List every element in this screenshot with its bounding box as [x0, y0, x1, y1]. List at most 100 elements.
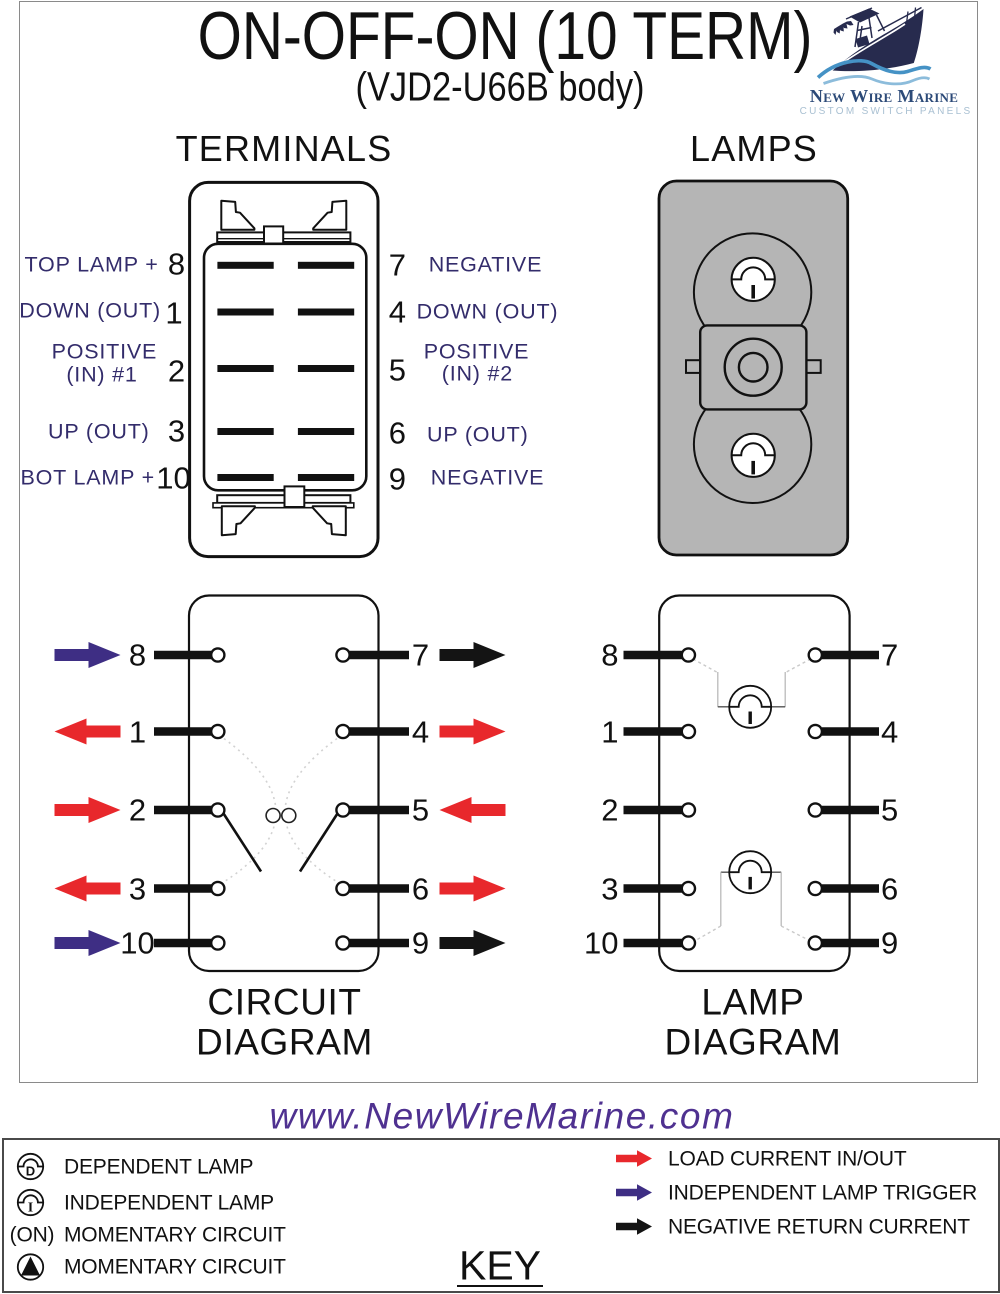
- circuit-arrows: [54, 642, 506, 956]
- website-url: www.NewWireMarine.com: [269, 1095, 735, 1137]
- key-icons: [16, 1150, 652, 1281]
- bottom-lamp-lens: [730, 432, 776, 478]
- lamp-pin-4: 4: [881, 714, 899, 749]
- key-label-load-current: LOAD CURRENT IN/OUT: [668, 1147, 907, 1170]
- bottom-lamp-symbol: [728, 850, 773, 895]
- lamp-terminal-circles: [680, 647, 824, 951]
- circuit-pin-2: 2: [128, 792, 147, 828]
- top-right-latch-wing: [312, 199, 348, 231]
- left-lever: [222, 812, 263, 873]
- terminal-pin-5: 5: [388, 352, 406, 388]
- brand-tagline: CUSTOM SWITCH PANELS: [799, 106, 973, 117]
- terminal-pin-2: 2: [167, 353, 186, 389]
- arrow-load-6: [439, 875, 506, 902]
- boat-logo-icon: [816, 6, 932, 86]
- circuit-pin-6: 6: [411, 871, 430, 906]
- terminals-switch-rear-view: [188, 180, 380, 559]
- key-label-independent-lamp: INDEPENDENT LAMP: [64, 1191, 274, 1214]
- arrow-load-2: [54, 797, 121, 823]
- circuit-caption-line1: CIRCUIT: [207, 981, 362, 1022]
- lamps-actuator-view: [657, 179, 850, 557]
- terminal-label-top-lamp: TOP LAMP +: [24, 251, 159, 276]
- terminal-pin-6: 6: [388, 415, 406, 451]
- terminal-label-positive1-line1: POSITIVE: [51, 339, 158, 364]
- top-lamp-symbol: [728, 684, 773, 729]
- lamp-pin-3: 3: [601, 871, 619, 906]
- key-label-negative-return: NEGATIVE RETURN CURRENT: [668, 1215, 970, 1238]
- circuit-pin-4: 4: [411, 714, 430, 749]
- lamp-pin-6: 6: [881, 871, 899, 906]
- lamp-pin-stubs: [623, 650, 879, 948]
- key-label-dependent-lamp: DEPENDENT LAMP: [64, 1155, 254, 1178]
- key-label-momentary-triangle: MOMENTARY CIRCUIT: [64, 1255, 286, 1279]
- terminal-pin-4: 4: [388, 294, 406, 330]
- circuit-terminal-circles: [209, 647, 351, 951]
- key-label-momentary-on: MOMENTARY CIRCUIT: [64, 1223, 286, 1246]
- terminal-pin-3: 3: [167, 413, 186, 449]
- center-ring-inner: [737, 351, 769, 383]
- arrow-lamp-trigger-10: [54, 930, 121, 956]
- page-subtitle: (VJD2-U66B body): [355, 63, 645, 110]
- top-lamp-lens: [730, 256, 776, 302]
- arrow-negative-7: [439, 642, 506, 668]
- arrow-lamp-trigger-8: [54, 642, 121, 668]
- circuit-pin-5: 5: [411, 792, 430, 828]
- left-side-tab: [685, 359, 702, 374]
- terminal-label-positive1-line2: (IN) #1: [66, 362, 138, 387]
- terminal-pin-7: 7: [388, 247, 406, 283]
- arrow-negative-9: [439, 930, 506, 956]
- lamp-pin-7: 7: [881, 637, 899, 673]
- independent-lamp-icon: [16, 1188, 45, 1217]
- lamp-caption-line2: DIAGRAM: [664, 1021, 842, 1063]
- page-title: ON-OFF-ON (10 TERM): [197, 0, 813, 74]
- terminal-label-up-out-6: UP (OUT): [427, 422, 529, 447]
- circuit-pin-9: 9: [411, 925, 430, 961]
- top-left-latch-wing: [220, 199, 256, 231]
- terminal-label-down-out-1: DOWN (OUT): [19, 298, 161, 323]
- terminal-pin-9: 9: [388, 461, 406, 497]
- pivot-contact-right: [280, 807, 297, 824]
- circuit-diagram-drawing: [54, 594, 506, 973]
- terminal-label-positive2-line1: POSITIVE: [423, 339, 530, 364]
- key-on-icon-text: (ON): [9, 1223, 55, 1246]
- lamp-pin-8: 8: [601, 637, 619, 673]
- terminal-blades: [217, 261, 355, 481]
- lamp-pin-9: 9: [881, 925, 899, 961]
- circuit-pin-7: 7: [411, 637, 430, 673]
- lamp-caption-line1: LAMP: [701, 981, 805, 1022]
- terminal-pin-10: 10: [156, 460, 191, 496]
- terminals-heading: TERMINALS: [175, 128, 393, 169]
- brand-name: New Wire Marine: [809, 85, 959, 106]
- lamps-heading: LAMPS: [689, 128, 819, 169]
- terminal-pin-8: 8: [167, 246, 186, 282]
- lamp-diagram-drawing: [623, 594, 879, 973]
- arrow-load-3: [54, 875, 121, 902]
- circuit-pin-1: 1: [128, 714, 147, 749]
- terminal-label-negative-9: NEGATIVE: [430, 465, 545, 490]
- circuit-caption-line2: DIAGRAM: [196, 1021, 373, 1063]
- pivot-contact-left: [265, 807, 281, 824]
- circuit-pin-8: 8: [128, 637, 147, 673]
- terminal-label-down-out-4: DOWN (OUT): [416, 298, 559, 323]
- dependent-lamp-icon-letter: D: [25, 1163, 36, 1178]
- key-heading-underline: [457, 1284, 543, 1287]
- lamp-pin-10: 10: [584, 925, 619, 961]
- terminal-label-up-out-3: UP (OUT): [48, 419, 150, 444]
- lamp-pin-2: 2: [601, 792, 619, 828]
- momentary-triangle-icon: [16, 1253, 45, 1281]
- key-label-lamp-trigger: INDEPENDENT LAMP TRIGGER: [668, 1181, 978, 1204]
- arrow-load-1: [54, 718, 121, 745]
- terminal-label-bot-lamp: BOT LAMP +: [20, 465, 155, 490]
- content-frame: [19, 1, 978, 1083]
- bottom-right-latch-wing: [311, 505, 347, 537]
- right-side-tab: [805, 359, 822, 374]
- dependent-lamp-icon: [16, 1152, 45, 1181]
- bottom-left-latch-wing: [220, 505, 256, 537]
- circuit-pin-3: 3: [128, 871, 147, 906]
- terminal-pin-1: 1: [165, 295, 183, 331]
- terminal-label-negative-7: NEGATIVE: [428, 252, 543, 277]
- independent-lamp-icon-letter: I: [27, 1198, 34, 1214]
- key-heading: KEY: [458, 1242, 542, 1289]
